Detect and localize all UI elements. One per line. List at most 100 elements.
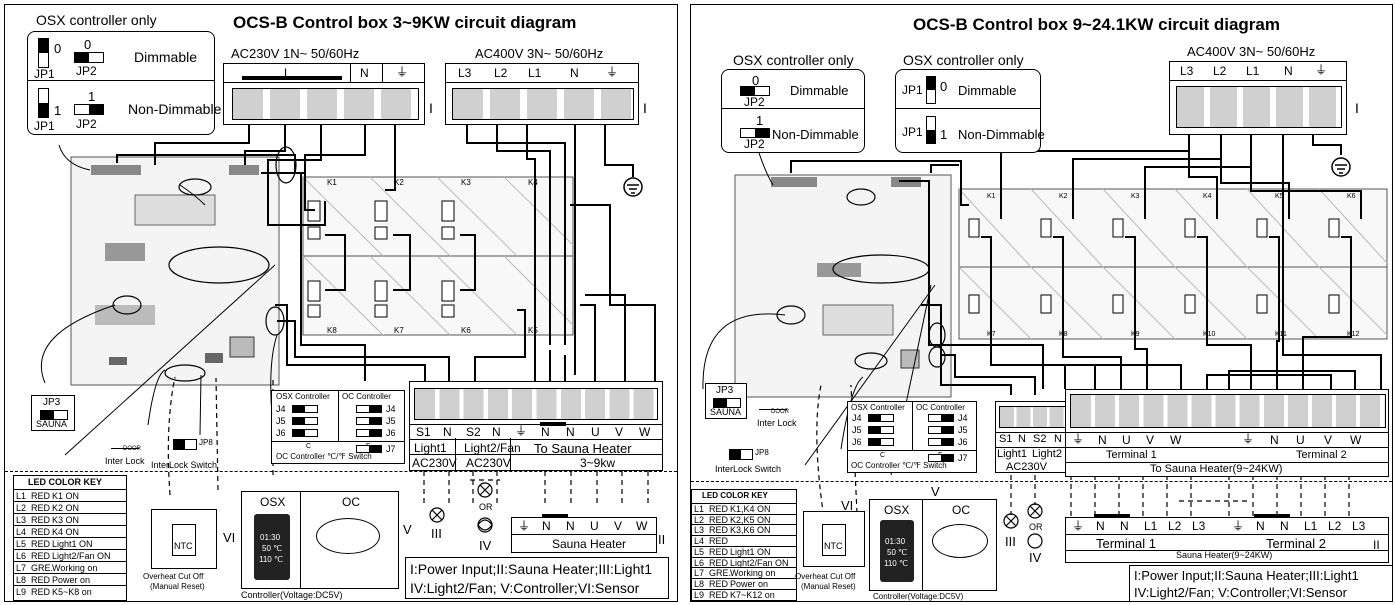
left-led-cell: Light1 ON [52, 539, 93, 549]
right-controller-select-box: OSX Controller OC Controller J4 J5 J6 J4… [847, 401, 977, 473]
left-osx-display: 01:30 50 ℃ 110 ℃ [254, 514, 290, 580]
right-led-cell: RED [709, 578, 729, 589]
right-led-cell: RED [709, 525, 729, 536]
left-led-cell: RED [31, 527, 51, 537]
right-ntc-sensor: NTC [803, 511, 865, 567]
left-output-terminal-block: S1 N S2 N ⏚ N N U V W Light1 Light2/Fan … [409, 381, 663, 471]
left-door-label: DOOR [123, 446, 141, 452]
right-diagram-panel: OCS-B Control box 9~24.1KW circuit diagr… [690, 4, 1393, 602]
left-led-cell: Working on [52, 563, 98, 573]
left-oc-controller-icon [316, 518, 380, 554]
right-light-terminal-block: S1 N S2 N Light1 Light2 AC230V [995, 401, 1069, 473]
left-controller-select-box: OSX Controller OC Controller J4 J5 J6 J4… [271, 390, 405, 464]
left-non-dimmable-label: Non-Dimmable [128, 101, 222, 117]
right-led-cell: K7~K12 on [730, 589, 775, 600]
left-ac230-terminal-block: L N ⏚ [223, 63, 425, 125]
left-roman-i-b: I [643, 100, 647, 116]
right-relay-board [958, 188, 1388, 340]
right-title: OCS-B Control box 9~24.1KW circuit diagr… [913, 15, 1280, 34]
left-led-cell: RED [31, 503, 51, 513]
right-legend: I:Power Input;II:Sauna Heater;III:Light1… [1129, 565, 1392, 601]
right-led-cell: L5 [694, 546, 705, 557]
left-relay-k6: K6 [461, 326, 471, 335]
right-led-cell: Light2/Fan ON [730, 557, 789, 568]
left-jp1-nondim-jumper [38, 88, 49, 118]
left-ac230-screws [232, 88, 419, 120]
right-led-cell: GRE. [709, 568, 732, 579]
left-relay-k2: K2 [394, 178, 404, 187]
right-led-cell: RED [709, 536, 729, 547]
left-relay-k8: K8 [327, 326, 337, 335]
right-led-cell: Working on [730, 568, 776, 579]
left-osx-jumper-box: 0 JP1 0 JP2 Dimmable 1 JP1 1 JP2 Non-Dim… [27, 31, 221, 135]
right-led-cell: L4 [694, 536, 705, 547]
left-led-row: L7 GRE.Working on [14, 561, 126, 574]
right-led-cell: Light1 ON [730, 546, 771, 557]
left-jp3-box: JP3 SAUNA [31, 395, 75, 431]
left-wiring [40, 123, 656, 533]
left-led-cell: RED [31, 551, 51, 561]
right-ac400-screws [1176, 86, 1342, 128]
left-relay-k4: K4 [528, 178, 538, 187]
left-controller-box: OSX OC 01:30 50 ℃ 110 ℃ [241, 491, 399, 589]
left-ac400-screws [452, 88, 634, 120]
right-led-cell: K2,K5 ON [730, 514, 771, 525]
left-legend: I:Power Input;II:Sauna Heater;III:Light1… [405, 557, 669, 599]
right-jp3-box: JP3 SAUNA [705, 383, 747, 419]
right-led-row: L4 RED [692, 535, 796, 547]
left-ac400-terminal-block: L3 L2 L1 N ⏚ [445, 63, 639, 125]
left-jp8-jumper [173, 439, 197, 450]
right-osx-jp1-box: JP1 0 Dimmable JP1 1 Non-Dimmable [895, 69, 1045, 153]
right-controller-box: OSX OC 01:30 50 ℃ 110 ℃ [869, 499, 997, 591]
left-relay-k7: K7 [394, 326, 404, 335]
right-jp8-jumper [729, 449, 753, 460]
left-led-cell: L1 [16, 491, 27, 501]
right-led-cell: K3,K6 ON [730, 525, 771, 536]
right-led-cell: RED [709, 589, 729, 600]
left-led-cell: RED [31, 587, 51, 597]
left-led-cell: RED [31, 515, 51, 525]
left-relay-k5: K5 [528, 326, 538, 335]
left-led-cell: L7 [16, 563, 27, 573]
right-led-cell: L8 [694, 578, 705, 589]
right-led-cell: Power on [730, 578, 769, 589]
left-interlock-switch-label: InterLock Switch [151, 460, 218, 470]
left-ac400-label: AC400V 3N~ 50/60Hz [475, 46, 604, 61]
right-led-cell: RED [709, 514, 729, 525]
left-dimmable-label: Dimmable [134, 49, 198, 65]
left-door-switch-icon [111, 430, 139, 449]
left-led-cell: K1 ON [52, 491, 80, 501]
right-osx-display: 01:30 50 ℃ 110 ℃ [880, 520, 914, 582]
right-led-cell: L6 [694, 557, 705, 568]
left-interlock-label: Inter Lock [105, 456, 145, 466]
right-led-cell: RED [709, 504, 729, 514]
left-ntc-sensor: NTC [151, 509, 217, 569]
right-sauna-heater-block: ⏚ N N L1 L2 L3 ⏚ N N L1 L2 L3 Terminal 1… [1065, 514, 1389, 563]
left-led-cell: GRE. [31, 563, 54, 573]
left-led-cell: K3 ON [52, 515, 80, 525]
left-led-cell: L8 [16, 575, 27, 585]
left-led-cell: Light2/Fan ON [52, 551, 111, 561]
left-roman-i-a: I [429, 100, 433, 116]
left-diagram-panel: OCS-B Control box 3~9KW circuit diagram … [4, 4, 678, 602]
right-door-switch-icon [759, 391, 787, 410]
left-led-cell: K4 ON [52, 527, 80, 537]
right-led-cell: L1 [694, 504, 705, 514]
left-sauna-heater-block: ⏚ N N U V W Sauna Heater [511, 514, 657, 553]
left-led-cell: L4 [16, 527, 27, 537]
left-led-cell: L3 [16, 515, 27, 525]
left-output-screws [414, 388, 658, 420]
